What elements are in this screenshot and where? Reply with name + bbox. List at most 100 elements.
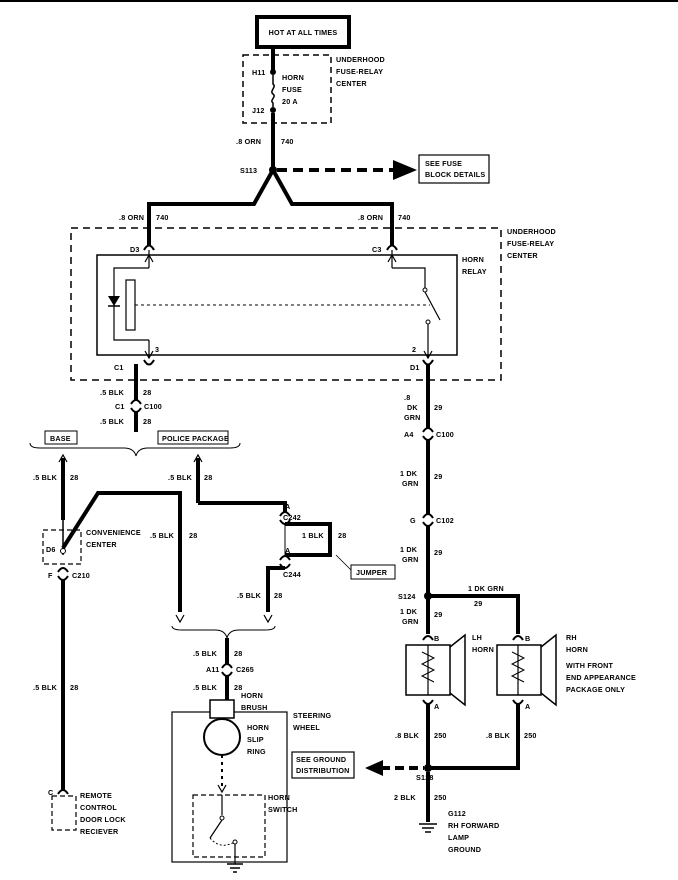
remote-label-3: DOOR LOCK <box>80 815 126 824</box>
convenience-contact <box>60 548 66 554</box>
convenience-pin-d6: D6 <box>46 545 56 554</box>
ground-g112: G112 <box>448 809 466 818</box>
hot-at-all-times-label: HOT AT ALL TIMES <box>269 28 338 37</box>
lh-wire-gauge-2: GRN <box>402 617 419 626</box>
c265-pin-a11: A11 <box>206 665 219 674</box>
connector-c100-left-bot <box>130 407 142 413</box>
connector-c100-right-top <box>422 427 434 433</box>
fuse-name-fuse: FUSE <box>282 85 302 94</box>
see-ground-box <box>291 751 355 779</box>
long-wire-circuit: 28 <box>189 531 197 540</box>
relay-diode <box>108 296 120 306</box>
jumper-gauge: 1 BLK <box>302 531 324 540</box>
wire-250-rh <box>428 704 520 770</box>
arrow-to-ground-dist <box>365 760 383 776</box>
rc-wire-circuit: 28 <box>70 683 78 692</box>
hot-at-all-times-box: HOT AT ALL TIMES <box>255 15 351 49</box>
jumper-label: JUMPER <box>356 568 388 577</box>
lh-horn-bell <box>449 633 466 707</box>
sw-wire-gauge: .5 BLK <box>237 591 262 600</box>
wire-sw-28 <box>266 566 285 612</box>
c100-pin-c1: C1 <box>115 402 125 411</box>
wire-28-c100-circuit: 28 <box>143 417 151 426</box>
lh-wire-gauge-1: 1 DK <box>400 607 418 616</box>
horn-switch-box <box>192 794 266 858</box>
lh-ground-gauge: .8 BLK <box>395 731 420 740</box>
remote-label-1: REMOTE <box>80 791 112 800</box>
relay-coil <box>125 279 136 331</box>
connector-c1 <box>143 359 155 366</box>
steering-brace <box>171 625 276 639</box>
horn-brush <box>209 699 235 719</box>
relay-switch-wire <box>392 267 426 288</box>
police-wire-gauge: .5 BLK <box>168 473 193 482</box>
switch-contact-1 <box>219 815 225 821</box>
rh-horn-label-2: HORN <box>566 645 588 654</box>
c265-wire-gauge: .5 BLK <box>193 649 218 658</box>
sw-wire-break <box>263 614 273 624</box>
splice-s128 <box>424 764 432 772</box>
wire-740-left <box>147 169 275 245</box>
base-box <box>44 430 78 445</box>
fuse-pin-bottom <box>270 107 276 113</box>
fuse-rating: 20 A <box>282 97 298 106</box>
steering-label-2: WHEEL <box>293 723 320 732</box>
c244-pin-a: A <box>285 546 290 555</box>
rc-pin-c: C <box>48 788 53 797</box>
connector-lh-a <box>422 699 434 705</box>
horn-slip-ring <box>203 718 241 756</box>
fuse-pin-h11: H11 <box>252 68 265 77</box>
connector-c265-top <box>221 663 233 669</box>
connector-d1 <box>422 359 434 366</box>
wire-28-c1-circuit: 28 <box>143 388 151 397</box>
ground-wire-gauge: 2 BLK <box>394 793 416 802</box>
jumper-box <box>350 564 396 580</box>
fuse-relay-label-top: FUSE-RELAY <box>336 67 383 76</box>
lh-ground-circuit: 250 <box>434 731 447 740</box>
connector-lh-b <box>422 635 434 641</box>
long-wire-gauge: .5 BLK <box>150 531 175 540</box>
base-wire-circuit: 28 <box>70 473 78 482</box>
wire-29-d1-gauge-1: .8 <box>404 393 410 402</box>
police-box <box>157 430 229 445</box>
wire-29-low-gauge-1: 1 DK <box>400 545 418 554</box>
convenience-label-1: CONVENIENCE <box>86 528 141 537</box>
rh-ground-gauge: .8 BLK <box>486 731 511 740</box>
underhood-label-mid: UNDERHOOD <box>507 227 556 236</box>
wire-29-d1-gauge-2: DK <box>407 403 418 412</box>
c242-label: C242 <box>283 513 301 522</box>
c265-label: C265 <box>236 665 254 674</box>
relay-diode-loop <box>113 267 149 341</box>
fuse-name-horn: HORN <box>282 73 304 82</box>
see-fuse-box <box>418 154 490 184</box>
ring-label-1: HORN <box>247 723 269 732</box>
wire-29-rh <box>428 594 520 634</box>
ground-wire-circuit: 250 <box>434 793 447 802</box>
wire-28-c1-gauge: .5 BLK <box>100 388 125 397</box>
c102-pin-g: G <box>410 516 416 525</box>
jumper-leader <box>335 554 352 571</box>
lh-wire-circuit: 29 <box>434 610 442 619</box>
police-package-label: POLICE PACKAGE <box>162 434 229 443</box>
see-ground-text-1: SEE GROUND <box>296 755 346 764</box>
rh-option-1: WITH FRONT <box>566 661 614 670</box>
rh-option-3: PACKAGE ONLY <box>566 685 625 694</box>
c244-label: C244 <box>283 570 301 579</box>
connector-rc <box>57 789 69 795</box>
wire-29-low-gauge-2: GRN <box>402 555 419 564</box>
rh-option-2: END APPEARANCE <box>566 673 636 682</box>
brush-label-1: HORN <box>241 691 263 700</box>
wire-29-d1-gauge-3: GRN <box>404 413 421 422</box>
fuse-relay-label-mid: FUSE-RELAY <box>507 239 554 248</box>
pin-d3: D3 <box>130 245 140 254</box>
switch-link <box>209 837 236 846</box>
remote-control-box <box>51 795 77 831</box>
wire-to-c242 <box>198 501 287 512</box>
relay-center-outline <box>70 227 502 381</box>
wire-d3-gauge: .8 ORN <box>119 213 144 222</box>
long-wire-break <box>175 614 185 624</box>
lh-horn-label-2: HORN <box>472 645 494 654</box>
base-wire-break <box>58 453 68 463</box>
convenience-label-2: CENTER <box>86 540 117 549</box>
wire-29-d1-circuit: 29 <box>434 403 442 412</box>
